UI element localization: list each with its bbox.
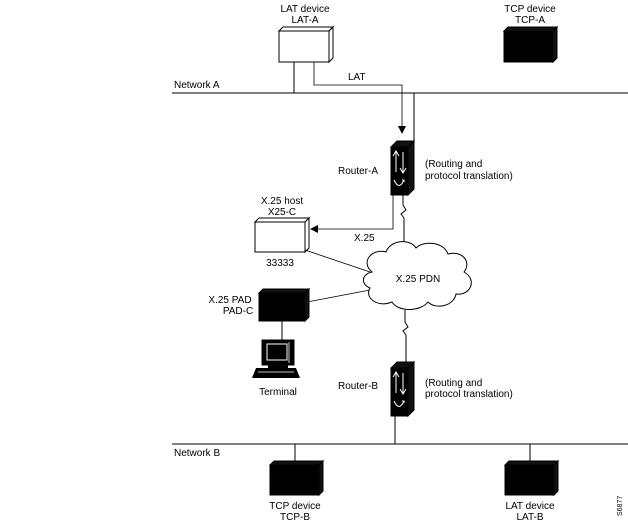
router-b-note-line1: (Routing and (425, 378, 482, 389)
lat-b-label-line1: LAT device (505, 501, 555, 512)
tcp-b-label-line1: TCP device (269, 501, 321, 512)
terminal-icon (252, 339, 300, 378)
router-a-icon (389, 139, 416, 197)
x25-pdn-cloud (363, 241, 472, 310)
x25-pdn-label: X.25 PDN (396, 274, 440, 285)
x25-c-label-line1: X.25 host (261, 196, 303, 207)
router-a-label: Router-A (338, 166, 378, 177)
lat-path (313, 62, 406, 134)
tcp-b-label-line2: TCP-B (280, 512, 310, 523)
lat-a-label-line1: LAT device (280, 4, 330, 15)
pad-c-label-line1: X.25 PAD (208, 295, 251, 306)
lat-link-label: LAT (348, 72, 366, 83)
router-b-icon (389, 360, 416, 418)
tcp-b-device (268, 459, 325, 497)
x25-c-to-cloud (304, 249, 371, 273)
router-a-note-line1: (Routing and (425, 159, 482, 170)
router-b-note-line2: protocol translation) (425, 389, 513, 400)
lat-a-device (277, 25, 335, 64)
figure-id: S6877 (617, 496, 624, 516)
router-b-label: Router-B (338, 381, 378, 392)
pad-c-device (257, 287, 311, 323)
router-b-serial-link (402, 310, 409, 362)
pad-c-to-cloud (306, 289, 371, 303)
lat-a-label-line2: LAT-A (291, 15, 318, 26)
router-a-serial-link (400, 195, 407, 250)
x25-link-label: X.25 (354, 233, 375, 244)
tcp-a-label-line2: TCP-A (515, 15, 545, 26)
x25-c-host (253, 216, 311, 254)
x25-c-label-line2: X25-C (268, 207, 296, 218)
x25-link (310, 195, 394, 233)
lat-b-device (503, 459, 560, 497)
router-a-note-line2: protocol translation) (425, 171, 513, 182)
lat-b-label-line2: LAT-B (516, 512, 543, 523)
terminal-label: Terminal (259, 387, 297, 398)
network-a-label: Network A (174, 80, 220, 91)
tcp-a-device (502, 25, 559, 64)
network-b-label: Network B (174, 448, 220, 459)
pad-c-label-line2: PAD-C (223, 306, 253, 317)
tcp-a-label-line1: TCP device (504, 4, 556, 15)
x25-c-address: 33333 (266, 258, 294, 269)
